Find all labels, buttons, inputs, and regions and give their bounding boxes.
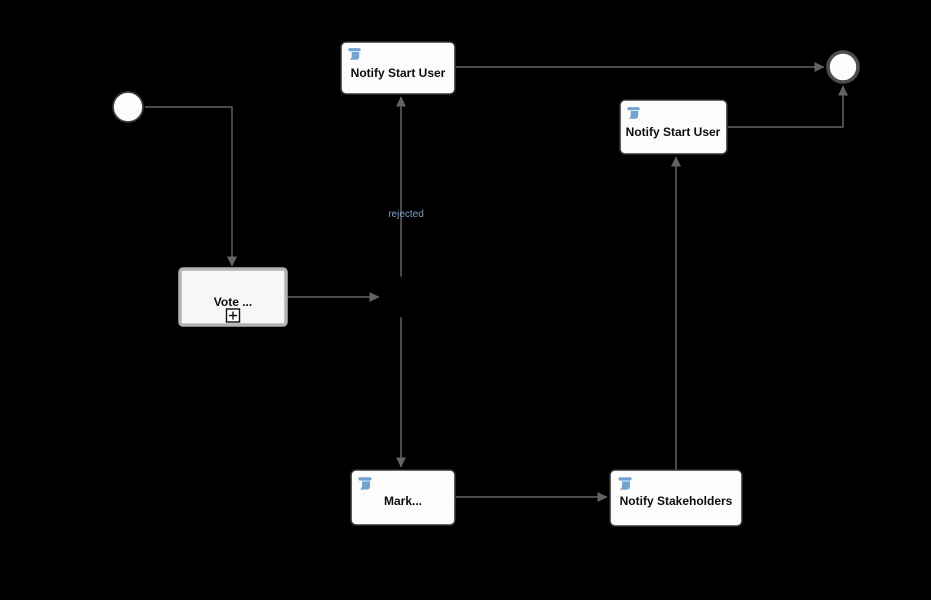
flow-label-rejected: rejected — [388, 209, 424, 220]
start-event[interactable] — [112, 91, 144, 123]
subprocess-expand-marker[interactable] — [225, 308, 241, 323]
task-notify-start-user-top-label: Notify Start User — [351, 66, 446, 80]
task-notify-stakeholders-shape[interactable] — [609, 469, 743, 527]
subprocess-vote[interactable]: Vote ... — [178, 267, 288, 327]
task-notify-start-user-top-shape[interactable] — [340, 41, 456, 95]
task-notify-stakeholders[interactable]: Notify Stakeholders — [609, 469, 743, 527]
task-notify-stakeholders-label: Notify Stakeholders — [620, 494, 733, 508]
sequence-flow-start-to-vote[interactable] — [145, 106, 237, 267]
end-event[interactable] — [826, 50, 860, 84]
task-notify-start-user-right-label: Notify Start User — [626, 125, 721, 139]
task-notify-start-user-top[interactable]: Notify Start User — [340, 41, 456, 95]
task-notify-start-user-right[interactable]: Notify Start User — [619, 99, 728, 155]
task-mark[interactable]: Mark... — [350, 469, 456, 526]
subprocess-vote-shape[interactable] — [178, 267, 288, 327]
task-notify-start-user-right-shape[interactable] — [619, 99, 728, 155]
subprocess-vote-label: Vote ... — [214, 295, 252, 309]
task-mark-shape[interactable] — [350, 469, 456, 526]
sequence-flow-notify-right-to-end[interactable] — [727, 85, 848, 128]
task-mark-label: Mark... — [384, 494, 422, 508]
exclusive-gateway[interactable] — [380, 276, 422, 318]
